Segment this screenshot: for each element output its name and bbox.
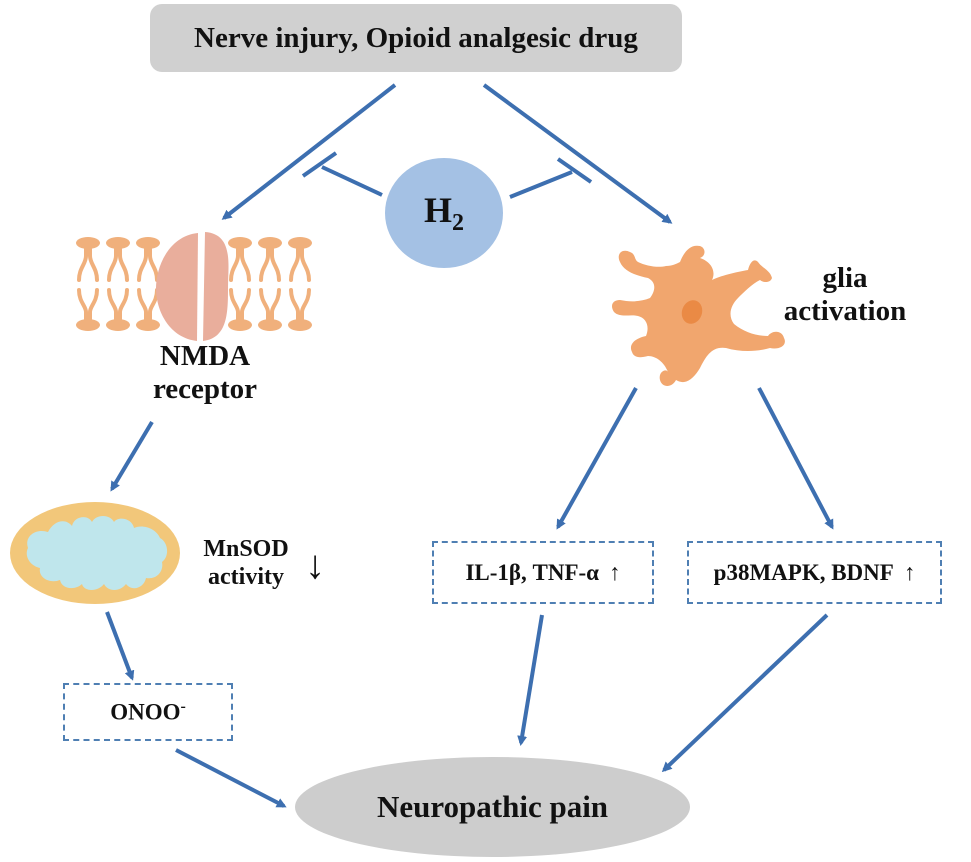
arrow-mnsod-to-onoo xyxy=(105,611,135,681)
mnsod-label-line2: activity xyxy=(208,563,284,590)
arrow-onoo-to-pain xyxy=(175,748,287,808)
lipid-tail-bottom xyxy=(289,288,311,322)
mitochondrion-icon xyxy=(10,502,180,604)
lipid-head-bottom xyxy=(136,319,160,331)
inhibit-line-right xyxy=(509,170,573,199)
mito-cristae xyxy=(26,516,168,590)
neuropathic-pain-node: Neuropathic pain xyxy=(295,757,690,857)
lipid-tail-bottom xyxy=(137,288,159,322)
nmda-label: NMDA receptor xyxy=(110,340,300,407)
glia-label-line2: activation xyxy=(783,295,907,328)
mnsod-label-line1: MnSOD xyxy=(203,536,289,562)
lipid-head-top xyxy=(258,237,282,249)
h2-node: H2 xyxy=(385,158,503,268)
cytokines-label: IL-1β, TNF-α xyxy=(465,559,600,585)
arrow-cause-to-nmda xyxy=(221,83,397,220)
p38-bdnf-box: p38MAPK, BDNF ↑ xyxy=(687,541,942,604)
onoo-box: ONOO- xyxy=(63,683,233,741)
nmda-label-line2: receptor xyxy=(152,373,258,406)
inhibit-line-left xyxy=(321,165,383,197)
inhibit-bar-right xyxy=(556,157,593,184)
mnsod-decrease-arrow-icon: ↓ xyxy=(305,542,325,587)
lipid-tail-bottom xyxy=(229,288,251,322)
arrow-p38-to-pain xyxy=(661,613,829,773)
lipid-tail-top xyxy=(229,246,251,282)
lipid-head-bottom xyxy=(258,319,282,331)
onoo-label: ONOO- xyxy=(110,698,186,726)
lipid-tail-top xyxy=(77,246,99,282)
lipid-head-top xyxy=(106,237,130,249)
glia-cell-icon xyxy=(612,245,785,386)
cause-box: Nerve injury, Opioid analgesic drug xyxy=(150,4,682,72)
lipid-head-bottom xyxy=(106,319,130,331)
h2-symbol: H xyxy=(423,189,452,230)
inhibition-lines xyxy=(301,151,593,199)
lipid-tail-top xyxy=(259,246,281,282)
cause-label: Nerve injury, Opioid analgesic drug xyxy=(194,21,638,54)
lipid-tail-top xyxy=(107,246,129,282)
nmda-membrane-icon xyxy=(76,232,312,341)
glia-nucleus xyxy=(681,300,703,324)
nmda-channel-left-half xyxy=(156,233,198,341)
inhibit-bar-left xyxy=(301,151,338,178)
onoo-superscript: - xyxy=(180,698,186,716)
lipid-head-bottom xyxy=(288,319,312,331)
mnsod-label: MnSOD activity xyxy=(186,536,306,591)
arrow-cause-to-glia xyxy=(482,83,673,224)
cytokines-box: IL-1β, TNF-α ↑ xyxy=(432,541,654,604)
nmda-label-line1: NMDA xyxy=(159,340,251,372)
lipid-tail-bottom xyxy=(77,288,99,322)
glia-label-line1: glia xyxy=(822,262,868,294)
lipid-head-top xyxy=(136,237,160,249)
lipid-head-bottom xyxy=(76,319,100,331)
lipid-head-top xyxy=(228,237,252,249)
onoo-text: ONOO xyxy=(110,699,181,725)
arrow-glia-to-cytokines xyxy=(556,387,638,530)
lipid-tail-bottom xyxy=(259,288,281,322)
p38-bdnf-increase-arrow-icon: ↑ xyxy=(903,560,916,585)
lipid-tail-bottom xyxy=(107,288,129,322)
arrow-nmda-to-mnsod xyxy=(110,420,154,492)
arrow-glia-to-p38 xyxy=(757,387,834,530)
lipid-head-top xyxy=(288,237,312,249)
lipid-tail-top xyxy=(137,246,159,282)
nmda-channel-right-half xyxy=(203,232,229,341)
arrow-cytokines-to-pain xyxy=(517,614,544,746)
h2-label: H2 xyxy=(424,189,464,237)
arrows xyxy=(105,83,834,808)
cytokines-increase-arrow-icon: ↑ xyxy=(609,560,621,585)
p38-bdnf-label: p38MAPK, BDNF xyxy=(713,559,894,585)
glia-label: glia activation xyxy=(760,262,930,329)
lipid-head-top xyxy=(76,237,100,249)
lipid-tail-top xyxy=(289,246,311,282)
lipid-head-bottom xyxy=(228,319,252,331)
neuropathic-pain-label: Neuropathic pain xyxy=(376,789,609,824)
h2-subscript: 2 xyxy=(452,210,464,237)
